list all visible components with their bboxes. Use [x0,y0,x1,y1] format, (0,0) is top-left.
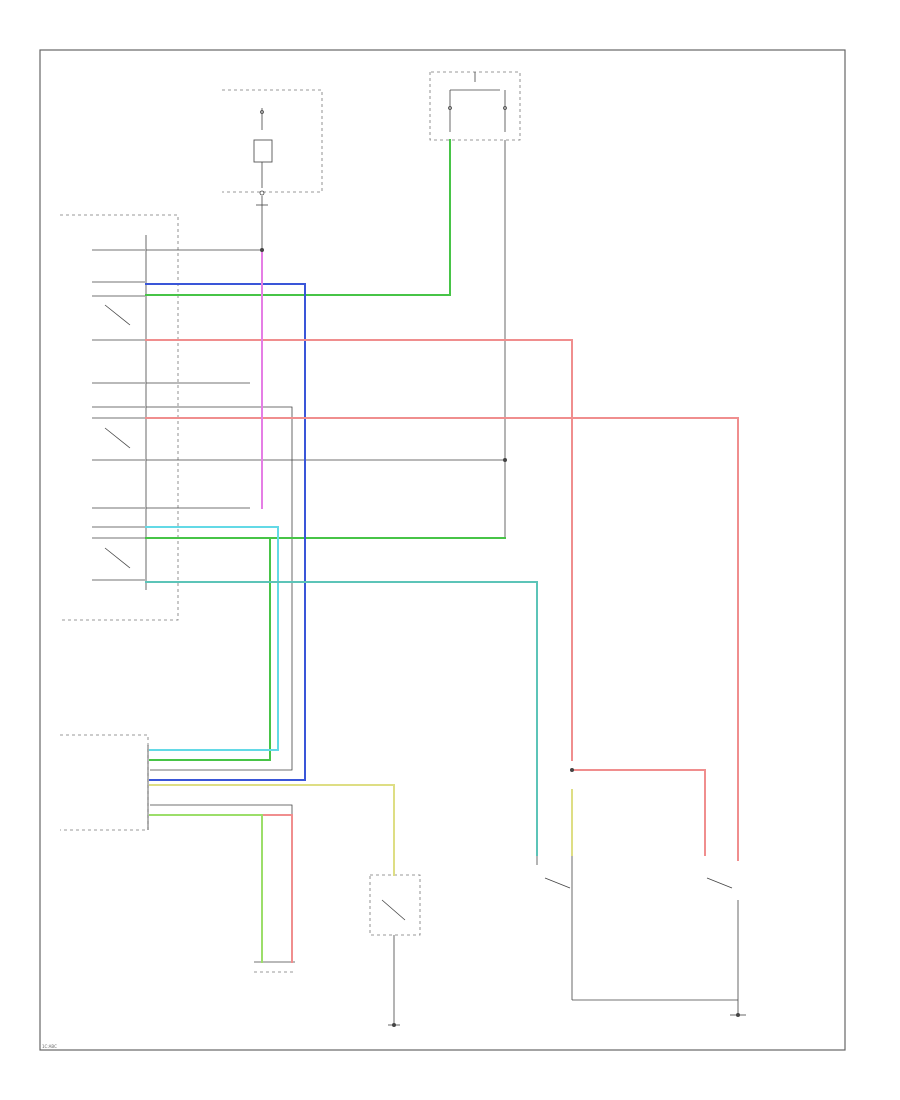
wire-teal [145,581,538,856]
wire-green [145,139,506,761]
sensor-bottom-left [254,961,295,973]
wire-lightgreen [149,814,263,963]
center-switch [369,874,421,1026]
fuse-block-top-right [429,71,521,141]
footer-code: 1C:ABC [42,1044,57,1049]
control-module-bottom-left [60,734,149,831]
wire-pink [145,339,739,963]
wire-blue [145,283,306,781]
diagram-frame [39,49,846,1051]
junction-dots [260,248,740,1027]
right-switch-assembly [536,805,746,1016]
wires-gray [146,140,573,815]
wire-yellow [149,784,573,876]
fuse-block-top-left [222,89,323,206]
wire-cyan [145,526,279,751]
